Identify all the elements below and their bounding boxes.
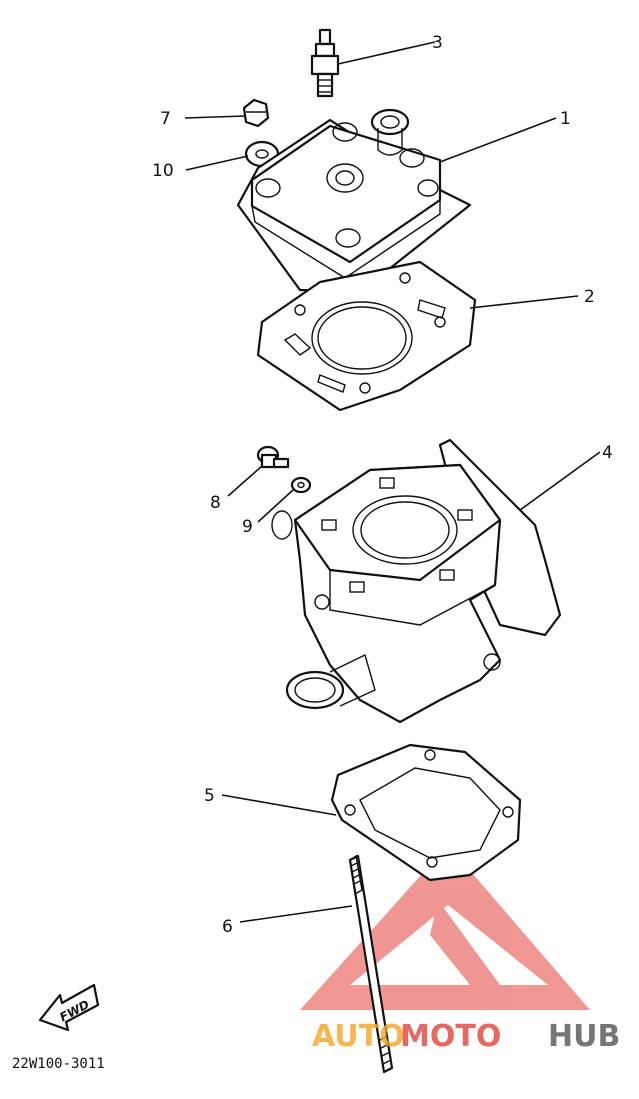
bolt — [256, 445, 290, 469]
callout-8: 8 — [210, 493, 221, 513]
callout-6: 6 — [222, 917, 233, 937]
callout-7: 7 — [160, 109, 171, 129]
plain-washer-cylinder — [290, 476, 312, 494]
callout-3: 3 — [432, 33, 443, 53]
cylinder — [271, 438, 562, 724]
callout-2: 2 — [584, 287, 595, 307]
callout-9: 9 — [242, 517, 253, 537]
cylinder-head-nut — [242, 98, 270, 128]
callout-labels: 3 1 7 10 2 4 8 9 5 6 — [152, 33, 613, 937]
cylinder-head-gasket — [256, 260, 477, 412]
cylinder-head — [236, 108, 472, 294]
callout-1: 1 — [560, 109, 571, 129]
stud-bolt — [348, 854, 394, 1074]
watermark-moto: MOTO — [400, 1019, 501, 1054]
watermark-text: AUTO MOTO HUB — [312, 1019, 620, 1054]
cylinder-base-gasket — [330, 743, 522, 882]
diagram-code: 22W100-3011 — [12, 1056, 105, 1072]
watermark-hub: HUB — [548, 1019, 620, 1054]
spark-plug — [310, 28, 340, 98]
fwd-arrow-icon: FWD — [38, 983, 100, 1032]
callout-4: 4 — [602, 443, 613, 463]
leader-lines — [184, 41, 601, 923]
watermark-auto: AUTO — [312, 1019, 405, 1054]
callout-10: 10 — [152, 161, 174, 181]
callout-5: 5 — [204, 786, 215, 806]
